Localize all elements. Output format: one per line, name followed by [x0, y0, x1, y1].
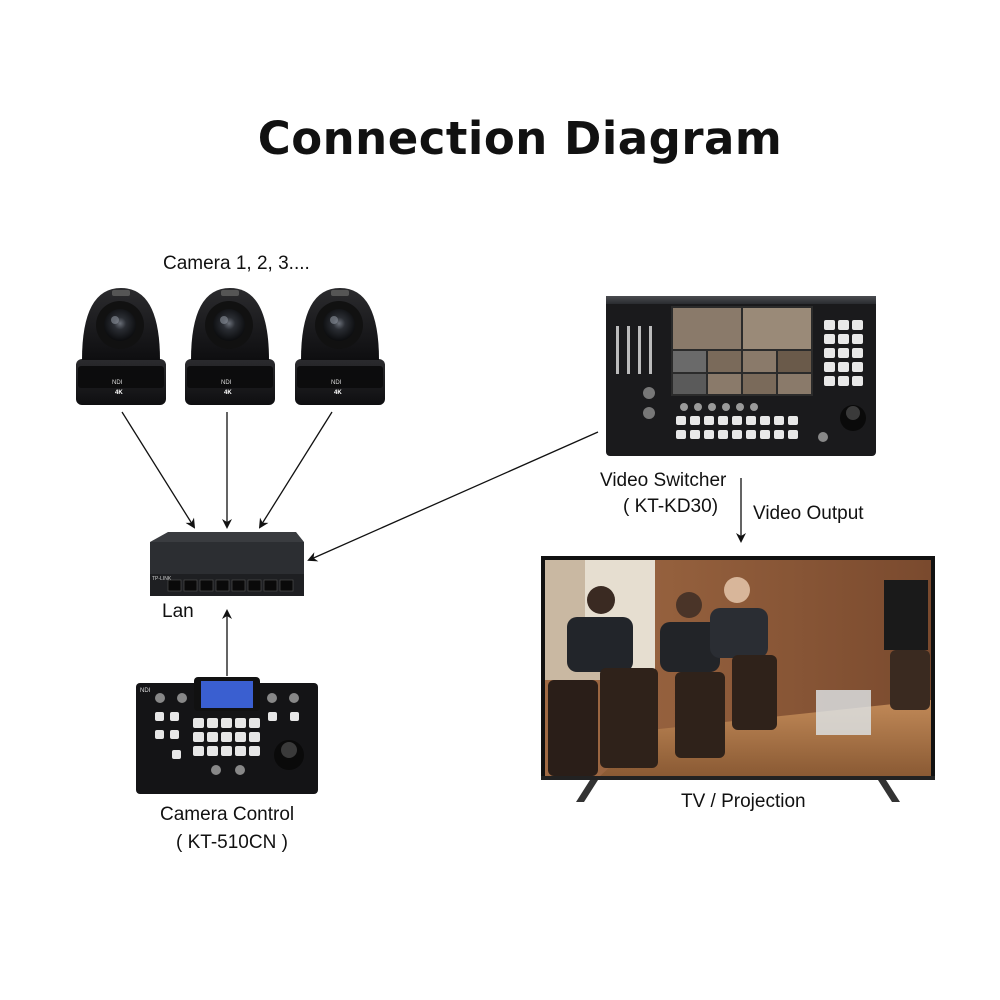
video-switcher [606, 296, 876, 456]
tplink-text: TP-LINK [152, 576, 172, 582]
camera-3-4k-text: 4K [334, 390, 342, 396]
arrow-switcher-to-lan [307, 431, 599, 562]
connection-arrows [121, 411, 746, 676]
camera-control-keyboard: NDI [136, 677, 318, 794]
camera-2-ndi-text: NDI [221, 380, 232, 386]
tv-screen [545, 560, 931, 776]
camera-3: NDI 4K [295, 288, 385, 405]
video-output-label: Video Output [753, 503, 864, 524]
lan-switch: TP-LINK [150, 532, 304, 596]
lan-label: Lan [162, 601, 194, 622]
camera-1-ndi-text: NDI [112, 380, 123, 386]
camera-2-4k-text: 4K [224, 390, 232, 396]
switcher-model-label: ( KT-KD30) [623, 496, 719, 517]
switcher-label: Video Switcher [600, 470, 727, 491]
cameras-label: Camera 1, 2, 3.... [163, 253, 310, 274]
control-ndi-text: NDI [140, 688, 151, 694]
camera-1-4k-text: 4K [115, 390, 123, 396]
camera-control-label: Camera Control [160, 804, 295, 825]
arrow-camera3-to-lan [258, 411, 333, 529]
tv [541, 556, 935, 802]
camera-control-model-label: ( KT-510CN ) [176, 832, 288, 853]
arrow-camera1-to-lan [121, 411, 196, 529]
switcher-screen-tiles [673, 308, 811, 394]
tv-label: TV / Projection [681, 791, 806, 812]
page-title: Connection Diagram [257, 112, 783, 165]
camera-3-ndi-text: NDI [331, 380, 342, 386]
camera-2: NDI 4K [185, 288, 275, 405]
camera-1: NDI 4K [76, 288, 166, 405]
